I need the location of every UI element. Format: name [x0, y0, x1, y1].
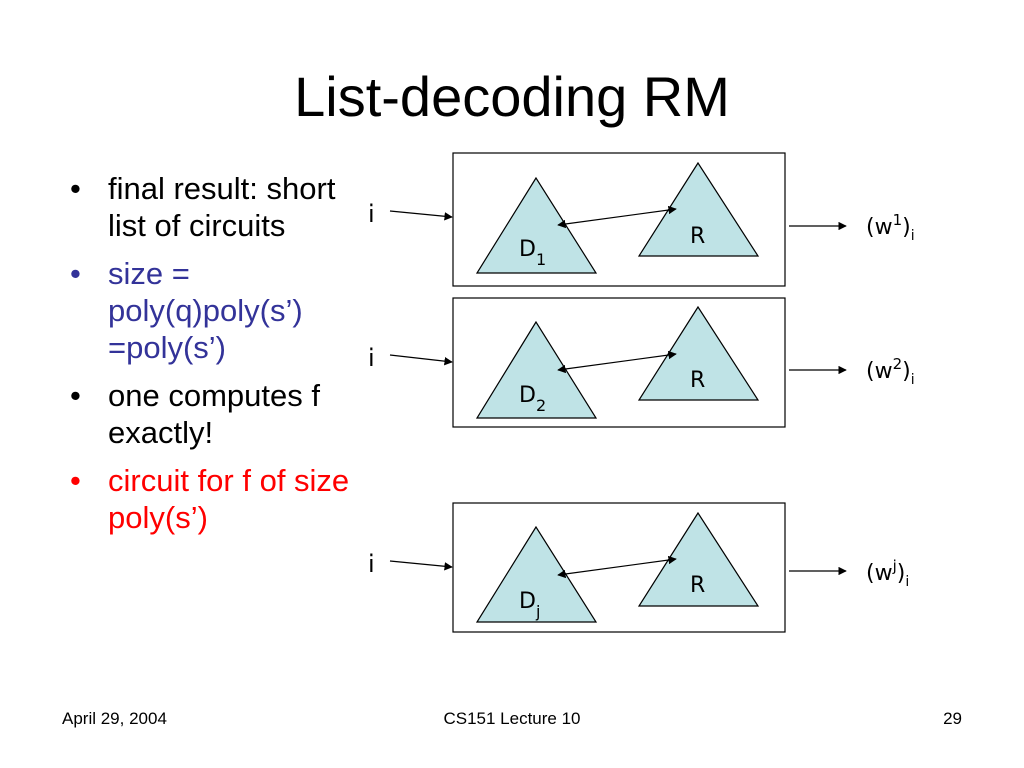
bullet-item: • size = poly(q)poly(s’) =poly(s’)	[66, 255, 376, 366]
reducer-label: R	[690, 368, 705, 393]
bullet-marker: •	[70, 256, 81, 291]
bullet-marker: •	[70, 171, 81, 206]
bullet-list: • final result: short list of circuits •…	[66, 170, 376, 547]
decoder-label: Dj	[519, 589, 540, 621]
decoder-letter: D	[519, 589, 536, 614]
reducer-label: R	[690, 573, 705, 598]
decoder-letter: D	[519, 383, 536, 408]
bullet-text: circuit for f of size poly(s’)	[108, 463, 350, 535]
input-label: i	[368, 200, 375, 228]
input-arrow	[389, 560, 453, 571]
output-label: (w2)i	[866, 355, 915, 388]
output-subscript: i	[911, 372, 915, 388]
reducer-label: R	[690, 224, 705, 249]
decoder-label: D2	[519, 383, 546, 415]
input-label: i	[368, 550, 375, 578]
input-arrow	[389, 210, 453, 221]
decoder-subscript: 2	[536, 396, 546, 415]
decoder-subscript: 1	[536, 250, 546, 269]
decoder-row-2: i D2 R (w2)i	[368, 297, 915, 428]
input-label: i	[368, 344, 375, 372]
bullet-marker: •	[70, 463, 81, 498]
bidirectional-arrow	[557, 350, 677, 374]
output-subscript: i	[911, 228, 915, 244]
output-superscript: 2	[893, 355, 903, 373]
output-subscript: i	[905, 574, 909, 590]
output-close: )	[902, 359, 911, 384]
output-base: (w	[866, 561, 893, 586]
bullet-text: one computes f exactly!	[108, 378, 320, 450]
bullet-marker: •	[70, 378, 81, 413]
input-arrow	[389, 354, 453, 366]
output-label: (wj)i	[866, 557, 909, 590]
bullet-item: • circuit for f of size poly(s’)	[66, 462, 376, 536]
footer-course: CS151 Lecture 10	[443, 709, 581, 728]
output-close: )	[897, 561, 906, 586]
decoder-row-1: i D1 R (w1)i	[368, 152, 915, 287]
bidirectional-arrow	[557, 555, 677, 579]
output-superscript: 1	[893, 211, 903, 229]
slide-title: List-decoding RM	[294, 65, 730, 128]
bullet-item: • one computes f exactly!	[66, 377, 376, 451]
output-base: (w	[866, 359, 893, 384]
decoder-letter: D	[519, 237, 536, 262]
output-base: (w	[866, 215, 893, 240]
footer-date: April 29, 2004	[62, 709, 167, 728]
output-label: (w1)i	[866, 211, 915, 244]
bullet-text: final result: short list of circuits	[108, 171, 336, 243]
bullet-text: size = poly(q)poly(s’) =poly(s’)	[108, 256, 303, 365]
output-close: )	[902, 215, 911, 240]
bidirectional-arrow	[557, 205, 677, 229]
bullet-item: • final result: short list of circuits	[66, 170, 376, 244]
output-superscript: j	[892, 557, 897, 575]
decoder-subscript: j	[535, 602, 540, 621]
decoder-row-3: i Dj R (wj)i	[368, 502, 909, 633]
footer-page-number: 29	[943, 709, 962, 728]
decoder-label: D1	[519, 237, 546, 269]
